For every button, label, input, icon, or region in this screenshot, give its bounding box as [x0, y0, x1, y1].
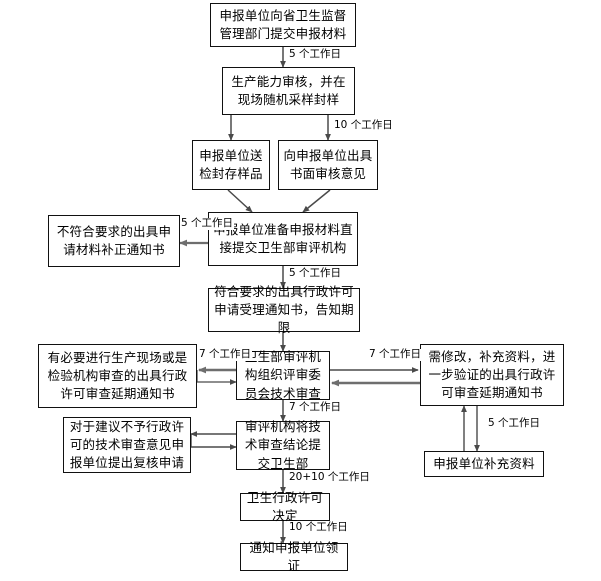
node-label: 有必要进行生产现场或是检验机构审查的出具行政许可审查延期通知书 [47, 349, 188, 402]
node-applicant-supplement-materials[interactable]: 申报单位补充资料 [424, 451, 544, 477]
node-label: 申报单位补充资料 [433, 455, 535, 471]
node-acceptance-notice[interactable]: 符合要求的出具行政许可申请受理通知书，告知期限 [208, 284, 360, 335]
node-label: 审评机构将技术审查结论提交卫生部 [244, 419, 322, 471]
edge-label-n13-n10: 5 个工作日 [487, 417, 542, 430]
edge-label-n9-n10: 7 个工作日 [368, 348, 423, 361]
edge-n11-n12 [190, 434, 237, 450]
node-label: 需修改，补充资料，进一步验证的出具行政许可审查延期通知书 [428, 348, 556, 401]
node-label: 卫生行政许可决定 [246, 489, 324, 523]
node-submit-materials-to-province[interactable]: 申报单位向省卫生监督管理部门提交申报材料 [210, 3, 356, 47]
node-capacity-review-sampling[interactable]: 生产能力审核，并在现场随机采样封样 [222, 67, 355, 115]
node-label: 申报单位向省卫生监督管理部门提交申报材料 [219, 7, 347, 41]
node-submit-review-conclusion[interactable]: 审评机构将技术审查结论提交卫生部 [236, 419, 330, 471]
edge-label-n6-n7: 5 个工作日 [288, 267, 343, 280]
edge-label-n9-n12: 7 个工作日 [288, 401, 343, 414]
node-issue-written-opinion[interactable]: 向申报单位出具书面审核意见 [278, 140, 378, 190]
edge-label-n12-n14: 20+10 个工作日 [288, 471, 371, 484]
edge-label-n2-n4: 10 个工作日 [333, 119, 394, 132]
node-label: 不符合要求的出具申请材料补正通知书 [56, 223, 172, 257]
edge-label-n14-n15: 10 个工作日 [288, 521, 349, 534]
node-administrative-license-decision[interactable]: 卫生行政许可决定 [240, 490, 330, 523]
edge-label-n1-n2: 5 个工作日 [288, 48, 343, 61]
node-send-sealed-samples[interactable]: 申报单位送检封存样品 [192, 140, 270, 190]
node-label: 通知申报单位领证 [249, 539, 339, 573]
node-label: 申报单位送检封存样品 [199, 147, 263, 181]
node-supplement-verification-extension-notice[interactable]: 需修改，补充资料，进一步验证的出具行政许可审查延期通知书 [420, 344, 564, 406]
edge-n4-n6 [302, 189, 331, 213]
edge-label-n6-n5: 5 个工作日 [180, 217, 235, 230]
node-label: 对于建议不予行政许可的技术审查意见申报单位提出复核申请 [69, 418, 185, 471]
node-label: 卫生部审评机构组织评审委员会技术审查 [244, 349, 322, 401]
node-label: 符合要求的出具行政许可申请受理通知书，告知期限 [214, 283, 354, 336]
node-label: 申报单位准备申报材料直接提交卫生部审评机构 [213, 221, 353, 255]
edge-n8-n9 [196, 370, 237, 385]
edge-n3-n6 [227, 189, 253, 213]
node-reconsideration-request[interactable]: 对于建议不予行政许可的技术审查意见申报单位提出复核申请 [63, 417, 191, 473]
node-noncompliant-correction-notice[interactable]: 不符合要求的出具申请材料补正通知书 [48, 215, 180, 267]
node-onsite-inspection-extension-notice[interactable]: 有必要进行生产现场或是检验机构审查的出具行政许可审查延期通知书 [38, 344, 197, 408]
edge-label-n9-n8: 7 个工作日 [198, 348, 253, 361]
node-label: 生产能力审核，并在现场随机采样封样 [231, 73, 346, 107]
node-notify-collect-certificate[interactable]: 通知申报单位领证 [240, 540, 348, 573]
node-label: 向申报单位出具书面审核意见 [283, 147, 373, 181]
